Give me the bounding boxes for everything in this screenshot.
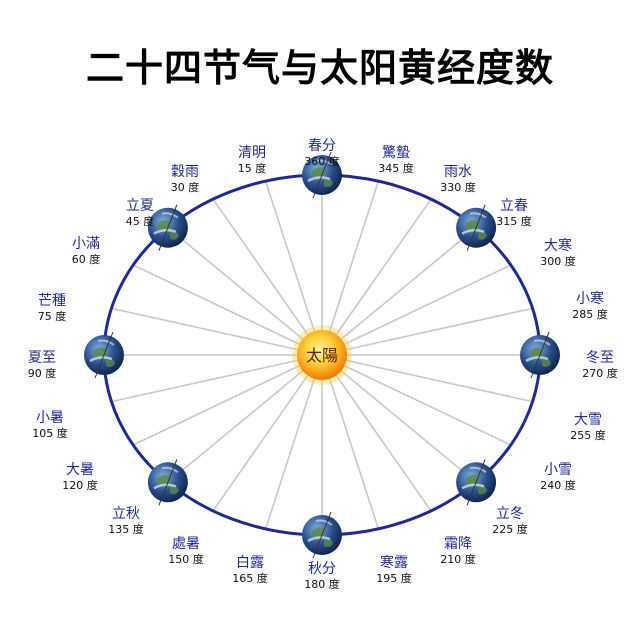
term-degree: 105 度 (32, 426, 68, 440)
term-name: 立夏 (126, 198, 154, 214)
earth-icon (84, 331, 124, 379)
term-name: 大雪 (574, 412, 602, 428)
term-degree: 75 度 (38, 309, 67, 323)
term-name: 霜降 (444, 536, 472, 552)
sun: 太陽 (292, 325, 352, 385)
spoke-line (321, 307, 533, 356)
term-name: 小寒 (576, 290, 604, 307)
spoke-line (321, 354, 533, 403)
term-degree: 270 度 (582, 366, 618, 380)
term-degree: 90 度 (28, 366, 57, 380)
term-name: 處暑 (172, 536, 200, 552)
earth-icon (302, 511, 342, 559)
term-name: 寒露 (380, 554, 408, 571)
diagram-title: 二十四节气与太阳黄经度数 (85, 46, 554, 90)
term-degree: 315 度 (496, 214, 532, 228)
spoke-line (321, 354, 432, 512)
term-name: 立秋 (112, 506, 140, 522)
earth-icon (456, 204, 497, 251)
term-name: 大寒 (544, 237, 572, 254)
spokes (104, 175, 540, 535)
term-name: 秋分 (308, 561, 336, 577)
term-degree: 195 度 (376, 571, 412, 585)
term-degree: 360 度 (304, 154, 340, 168)
term-degree: 45 度 (126, 214, 155, 228)
term-degree: 255 度 (570, 428, 606, 442)
spoke-line (321, 354, 477, 483)
term-name: 冬至 (586, 350, 614, 366)
term-degree: 210 度 (440, 552, 476, 566)
earth-icon (147, 204, 188, 251)
term-degree: 15 度 (238, 161, 267, 175)
term-name: 小暑 (36, 410, 64, 426)
spoke-line (264, 354, 323, 530)
term-name: 夏至 (28, 350, 56, 366)
spoke-line (264, 180, 323, 356)
term-name: 立冬 (496, 506, 524, 522)
spoke-line (321, 354, 512, 446)
term-degree: 240 度 (540, 478, 576, 492)
term-name: 大暑 (66, 462, 94, 478)
spoke-line (111, 307, 323, 356)
spoke-line (167, 227, 323, 356)
earth-icon (456, 459, 497, 506)
spoke-line (321, 354, 380, 530)
spoke-line (321, 227, 477, 356)
term-name: 小滿 (72, 236, 100, 252)
term-degree: 300 度 (540, 254, 576, 268)
spoke-line (167, 354, 323, 483)
term-degree: 135 度 (108, 522, 144, 536)
term-name: 白露 (236, 555, 264, 571)
term-name: 穀雨 (171, 164, 199, 180)
term-degree: 120 度 (62, 478, 98, 492)
sun-label: 太陽 (306, 346, 338, 365)
earth-markers (84, 151, 560, 559)
term-name: 春分 (308, 138, 336, 154)
term-name: 雨水 (444, 164, 472, 180)
spoke-line (212, 198, 323, 356)
spoke-line (321, 264, 512, 356)
term-name: 立春 (500, 198, 528, 214)
term-degree: 345 度 (378, 161, 414, 175)
term-degree: 330 度 (440, 180, 476, 194)
term-degree: 60 度 (72, 252, 101, 266)
earth-icon (147, 459, 188, 506)
term-degree: 285 度 (572, 307, 608, 321)
term-degree: 225 度 (492, 522, 528, 536)
spoke-line (321, 180, 380, 356)
term-name: 清明 (238, 145, 266, 161)
term-degree: 150 度 (168, 552, 204, 566)
term-name: 驚蟄 (382, 144, 410, 161)
term-degree: 165 度 (232, 571, 268, 585)
sun-icon (297, 330, 347, 380)
spoke-line (212, 354, 323, 512)
spoke-line (111, 354, 323, 403)
spoke-line (132, 354, 323, 446)
term-degree: 180 度 (304, 577, 340, 591)
earth-icon (302, 151, 342, 199)
term-name: 芒種 (38, 293, 66, 309)
term-degree: 30 度 (171, 180, 200, 194)
spoke-line (132, 264, 323, 356)
earth-icon (520, 331, 560, 379)
term-name: 小雪 (544, 462, 572, 478)
spoke-line (321, 198, 432, 356)
